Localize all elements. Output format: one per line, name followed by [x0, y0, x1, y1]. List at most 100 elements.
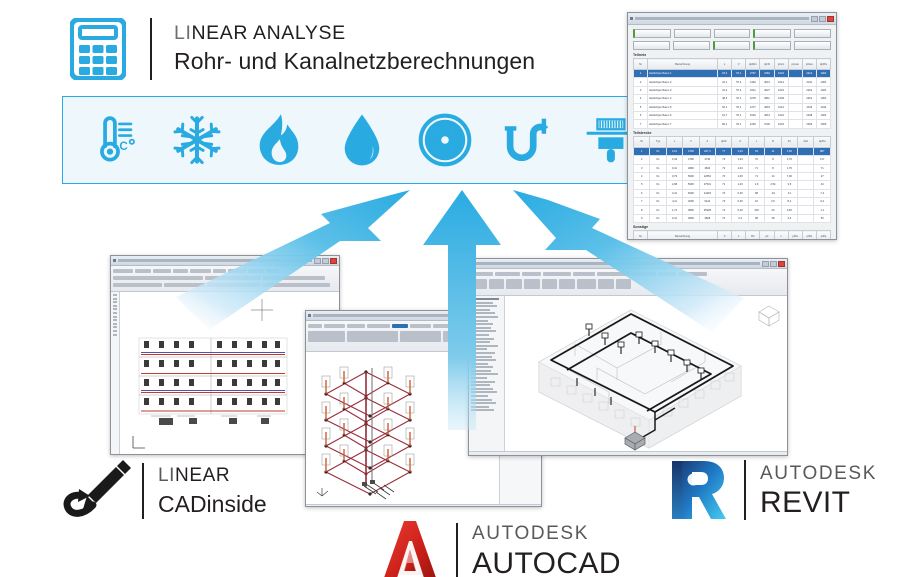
window-app-icon: [308, 314, 311, 317]
revit-canvas[interactable]: [469, 296, 787, 451]
sonstige-table[interactable]: Nr Bezeichnung V L Dh p/t v p/Pa p/Pa p/…: [632, 230, 832, 239]
teilnetz-table[interactable]: Nr Bezeichnung L V dp/Rm dp/R p/min p/ma…: [632, 58, 832, 129]
analyse-toolbar[interactable]: [633, 29, 831, 38]
analyse-toolbar-2[interactable]: [633, 41, 831, 50]
object-button[interactable]: [712, 41, 751, 50]
window-titlebar[interactable]: [469, 259, 787, 269]
table-cell: 8: [764, 155, 782, 165]
col-dprm: dp/Rm: [745, 58, 761, 70]
table-cell: 1009: [773, 94, 789, 104]
minimize-icon[interactable]: [811, 15, 818, 22]
snowflake-icon[interactable]: [169, 111, 225, 169]
revit-project-browser[interactable]: [469, 296, 505, 451]
table-cell: 77: [715, 146, 733, 157]
maximize-icon[interactable]: [770, 260, 777, 267]
table-cell: [787, 102, 803, 112]
cancel-button[interactable]: [794, 41, 831, 50]
window-controls[interactable]: [811, 15, 834, 22]
floor-drain-icon[interactable]: [582, 111, 638, 169]
water-drop-icon[interactable]: [334, 111, 390, 169]
table-cell: 1024: [815, 110, 832, 121]
close-icon[interactable]: [778, 260, 785, 267]
toolbar-row-2: [113, 282, 337, 288]
input-button[interactable]: [713, 29, 751, 38]
table-cell: 68: [747, 213, 766, 224]
table-cell: [787, 94, 803, 104]
col-bez: Bezeichnung: [647, 58, 719, 70]
linear-analyse-window[interactable]: Teilnetz Nr Bezeichnung L V dp/Rm dp/R p…: [627, 12, 837, 240]
table-cell: 5000: [682, 171, 700, 182]
calculate-button[interactable]: [633, 29, 671, 38]
table-cell: 2,54: [764, 180, 782, 190]
logo-product: REVIT: [760, 486, 851, 520]
window-titlebar[interactable]: [111, 256, 339, 266]
table-cell: 97,1: [731, 110, 747, 121]
table-cell: 54: [747, 146, 766, 157]
table-cell: 72: [715, 163, 733, 173]
isometric-piping-drawing: [316, 366, 419, 500]
window-titlebar[interactable]: [628, 13, 836, 25]
ts-col-l: L: [665, 135, 684, 148]
revit-ribbon[interactable]: [469, 269, 787, 296]
table-cell: [787, 85, 803, 96]
table-cell: 1024: [773, 119, 789, 129]
table-cell: 1,50: [780, 146, 799, 157]
network-select[interactable]: [633, 41, 670, 50]
window-title-text: [118, 259, 312, 262]
table-cell: 3800: [682, 205, 700, 215]
settings-button[interactable]: [753, 41, 792, 50]
boundary-conditions-button[interactable]: [753, 29, 792, 38]
siphon-icon[interactable]: [499, 111, 555, 169]
thermometer-icon[interactable]: C: [86, 111, 142, 169]
fan-icon[interactable]: [417, 111, 473, 169]
table-cell: KL: [649, 197, 667, 207]
table-cell: 17531: [698, 180, 717, 190]
table-cell: 41: [780, 188, 799, 199]
section-label-sonstige: Sonstige: [633, 225, 649, 230]
maximize-icon[interactable]: [819, 15, 826, 22]
window-controls[interactable]: [314, 257, 337, 264]
maximize-icon[interactable]: [322, 257, 329, 264]
table-cell: 7: [632, 197, 651, 207]
table-cell: 4013: [759, 77, 775, 87]
so-col-pa2: p/Pa: [801, 230, 817, 239]
logo-cadinside-text: LINEAR CADinside: [158, 463, 267, 518]
table-cell: KL: [649, 188, 667, 199]
table-cell: 4608: [698, 213, 717, 224]
table-cell: 12654: [698, 171, 717, 182]
autocad-menubar[interactable]: [111, 266, 339, 292]
close-icon[interactable]: [827, 15, 834, 22]
revit-window[interactable]: [468, 258, 788, 456]
autocad-tool-palette[interactable]: [111, 292, 120, 454]
minimize-icon[interactable]: [314, 257, 321, 264]
minimize-icon[interactable]: [762, 260, 769, 267]
table-cell: 2209: [801, 119, 817, 129]
table-cell: 4000: [682, 197, 700, 207]
table-cell: 1014: [815, 102, 832, 112]
window-controls[interactable]: [762, 260, 785, 267]
flame-icon[interactable]: [251, 111, 307, 169]
table-cell: [797, 146, 815, 157]
close-icon[interactable]: [330, 257, 337, 264]
table-cell: 0,79: [665, 171, 684, 182]
logo-brand: LINEAR: [158, 463, 267, 490]
report-button[interactable]: [794, 29, 831, 38]
